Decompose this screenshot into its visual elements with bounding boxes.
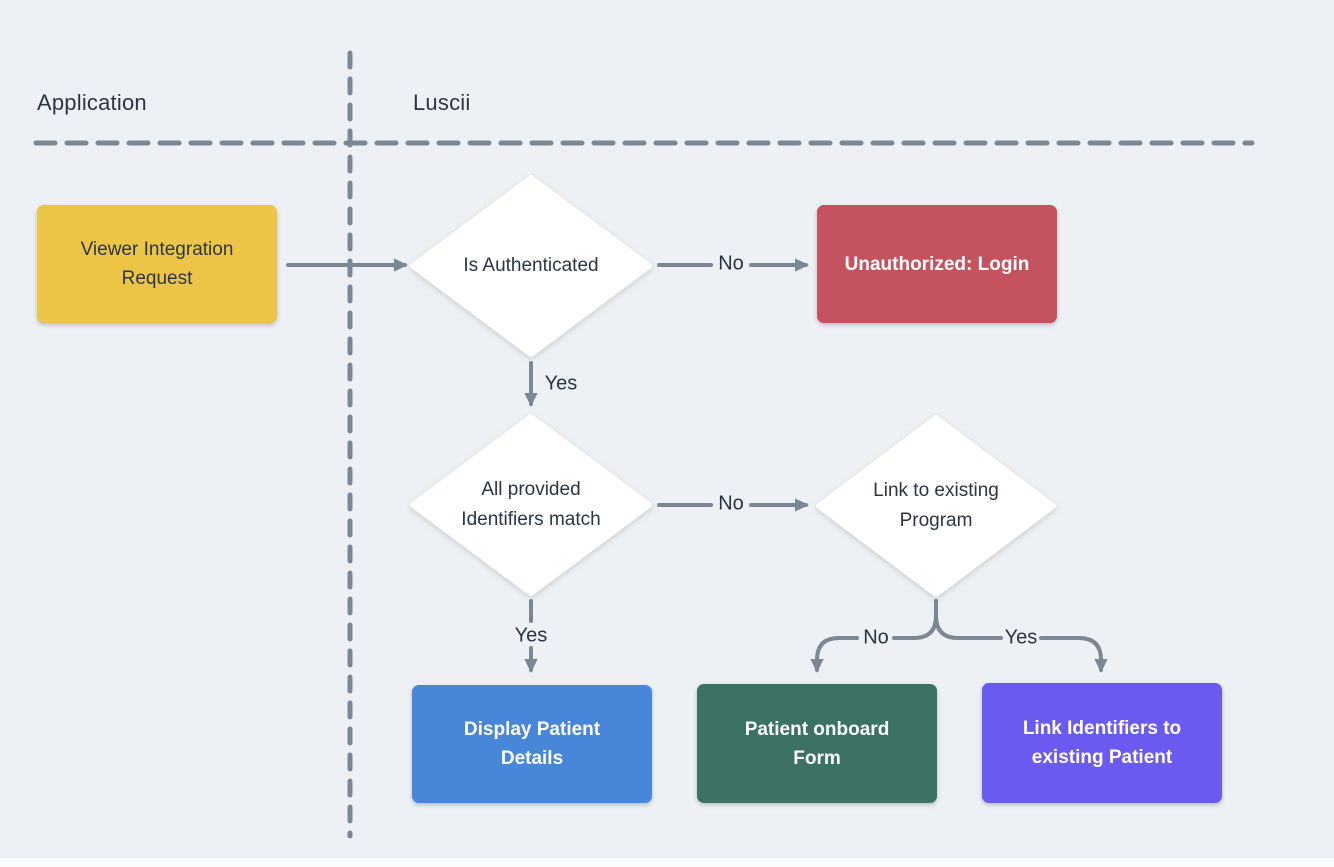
node-label: Link Identifiers to existing Patient	[1022, 718, 1182, 768]
edge-label-match-yes: Yes	[514, 624, 548, 647]
lane-label-luscii: Luscii	[413, 90, 471, 115]
decision-identifiers-match	[410, 414, 652, 596]
node-label: Patient onboard Form	[744, 718, 890, 769]
node-label: Viewer Integration Request	[80, 239, 234, 289]
edge-label-auth-no: No	[718, 252, 744, 275]
lane-label-application: Application	[37, 90, 147, 115]
decision-label-identifiers-match: All provided Identifiers match	[461, 479, 601, 530]
decision-label-link-existing-program: Link to existing Program	[873, 480, 999, 531]
edge-program-no-curve	[892, 599, 938, 640]
node-label: Display Patient Details	[463, 719, 601, 769]
edge-program-no-head	[810, 636, 859, 673]
decision-is-authenticated	[410, 175, 652, 357]
node-link-identifiers-existing-patient: Link Identifiers to existing Patient	[982, 683, 1222, 803]
edge-label-program-yes: Yes	[1004, 626, 1038, 649]
edge-program-yes-curve	[934, 599, 1003, 640]
edge-program-yes-head	[1039, 636, 1108, 673]
node-unauthorized-login: Unauthorized: Login	[817, 205, 1057, 323]
edge-label-match-no: No	[718, 492, 744, 515]
node-patient-onboard-form: Patient onboard Form	[697, 684, 937, 803]
node-label: Unauthorized: Login	[844, 253, 1030, 275]
node-viewer-integration-request: Viewer Integration Request	[37, 205, 277, 323]
decision-label-is-authenticated: Is Authenticated	[463, 255, 599, 276]
node-display-patient-details: Display Patient Details	[412, 685, 652, 803]
decision-link-existing-program	[816, 415, 1056, 597]
edge-label-program-no: No	[863, 626, 889, 649]
edge-label-auth-yes: Yes	[544, 372, 578, 395]
window-bottom-strip	[0, 858, 1334, 867]
